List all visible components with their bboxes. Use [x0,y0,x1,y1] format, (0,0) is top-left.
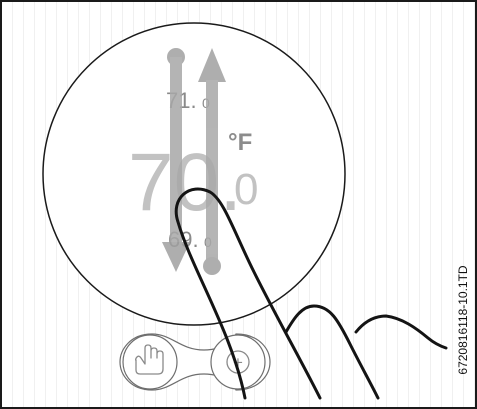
figure-code-label: 6720816118-10.1TD [456,265,470,374]
hand-button[interactable] [123,335,177,389]
button-bar [120,334,270,390]
temperature-unit: °F [228,129,252,156]
current-temp-decimal: 0 [234,165,258,214]
current-temp-main: 70. [128,137,242,228]
